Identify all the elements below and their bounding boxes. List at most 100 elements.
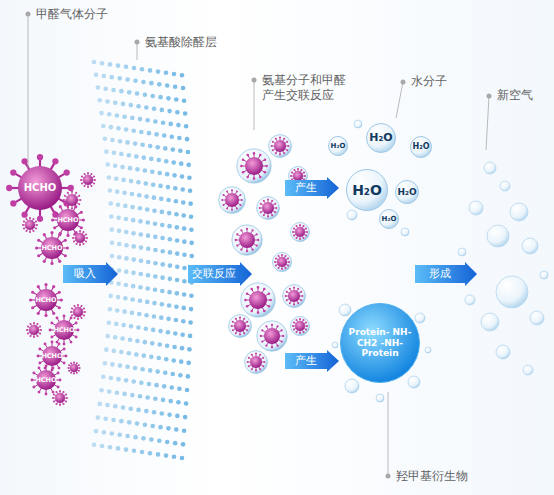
layer-dot (176, 400, 181, 405)
molecule-spike-tip (271, 200, 273, 202)
molecule-spike-tip (247, 325, 249, 327)
air-bubble (510, 203, 528, 221)
layer-dot (103, 86, 108, 91)
molecule-spike-tip (235, 332, 237, 334)
layer-dot (108, 188, 113, 193)
molecule-spike-tip (37, 285, 40, 288)
molecule-spike-tip (30, 335, 32, 337)
molecule-spike-tip (261, 329, 263, 331)
layer-dot (166, 185, 171, 190)
layer-dot (183, 415, 188, 420)
layer-dot (96, 415, 101, 420)
molecule-spike-tip (279, 153, 281, 155)
layer-dot (130, 205, 135, 210)
molecule-spike-tip (246, 250, 248, 252)
molecule-spike-tip (231, 209, 233, 211)
molecule-spike-tip (78, 370, 80, 372)
layer-dot (121, 323, 126, 328)
layer-dot (145, 207, 150, 212)
molecule-spike-tip (251, 354, 253, 356)
layer-dot (153, 235, 158, 240)
layer-dot (97, 98, 102, 103)
molecule-spike-tip (27, 326, 29, 328)
layer-dot (184, 401, 189, 406)
molecule-body (55, 393, 65, 403)
water-formula: H₂O (369, 132, 392, 145)
layer-dot (182, 266, 187, 271)
layer-dot (144, 313, 149, 318)
molecule-spike-tip (64, 203, 66, 205)
molecule-spike-tip (91, 173, 93, 175)
layer-dot (182, 98, 187, 103)
molecule-body (70, 364, 78, 372)
layer-dot (145, 300, 150, 305)
molecule-spike-tip (64, 195, 66, 197)
molecule-spike-tip (53, 401, 55, 403)
molecule-spike-tip (285, 295, 287, 297)
arrow-label: 形成 (415, 265, 465, 283)
molecule-spike-tip (52, 397, 54, 399)
layer-dot (182, 226, 187, 231)
layer-dot (131, 218, 136, 223)
molecule-spike-tip (76, 372, 78, 374)
formaldehyde-molecule (80, 172, 96, 188)
layer-dot (186, 150, 191, 155)
layer-dot (119, 419, 124, 424)
layer-dot (124, 127, 129, 132)
molecule-spike-tip (10, 169, 16, 175)
flow-arrow (285, 350, 339, 372)
water-formula: H₂O (382, 215, 397, 223)
formaldehyde-molecule (37, 341, 68, 372)
leader-dot (135, 40, 140, 45)
molecule-spike-tip (37, 239, 40, 242)
layer-dot (116, 295, 121, 300)
layer-dot (108, 445, 113, 450)
layer-dot (124, 217, 129, 222)
molecule-spike-tip (51, 341, 54, 344)
layer-dot (136, 408, 141, 413)
formaldehyde-molecule (237, 149, 271, 183)
molecule-spike-tip (33, 322, 35, 324)
molecule-spike-tip (291, 172, 293, 174)
layer-dot (177, 386, 182, 391)
glass-bubble (229, 315, 252, 338)
molecule-spike-tip (87, 172, 89, 174)
molecule-spike-tip (52, 366, 55, 369)
molecule-spike-tip (84, 173, 86, 175)
molecule-body (25, 220, 35, 230)
layer-dot (111, 418, 116, 423)
molecule-spike-tip (296, 237, 298, 239)
molecule-spike-tip (246, 305, 249, 308)
molecule-spike-tip (303, 237, 305, 239)
layer-dot (124, 65, 129, 70)
molecule-spike-tip (293, 303, 295, 305)
molecule-body (295, 227, 305, 237)
molecule-spike-tip (274, 203, 276, 205)
air-bubble (496, 345, 510, 359)
layer-dot (133, 366, 138, 371)
molecule-spike-tip (269, 299, 272, 302)
layer-dot (131, 128, 136, 133)
layer-dot (149, 157, 154, 162)
layer-dot (168, 399, 173, 404)
callout-label: 氨基分子和甲醛 产生交联反应 (262, 73, 354, 103)
layer-dot (123, 296, 128, 301)
layer-dot (187, 347, 192, 352)
layer-dot (150, 94, 155, 99)
molecule-spike-tip (33, 230, 35, 232)
layer-dot (140, 367, 145, 372)
layer-dot (125, 77, 130, 82)
molecule-spike-tip (246, 176, 249, 179)
molecule-spike-tip (248, 365, 250, 367)
molecule-spike-tip (275, 207, 277, 209)
formaldehyde-molecule (29, 283, 63, 317)
layer-dot (109, 125, 114, 130)
air-bubble (500, 181, 510, 191)
layer-dot (180, 174, 185, 179)
molecule-spike-tip (263, 361, 265, 363)
layer-dot (133, 435, 138, 440)
layer-dot (136, 325, 141, 330)
layer-dot (102, 74, 107, 79)
molecule-spike-tip (303, 319, 305, 321)
